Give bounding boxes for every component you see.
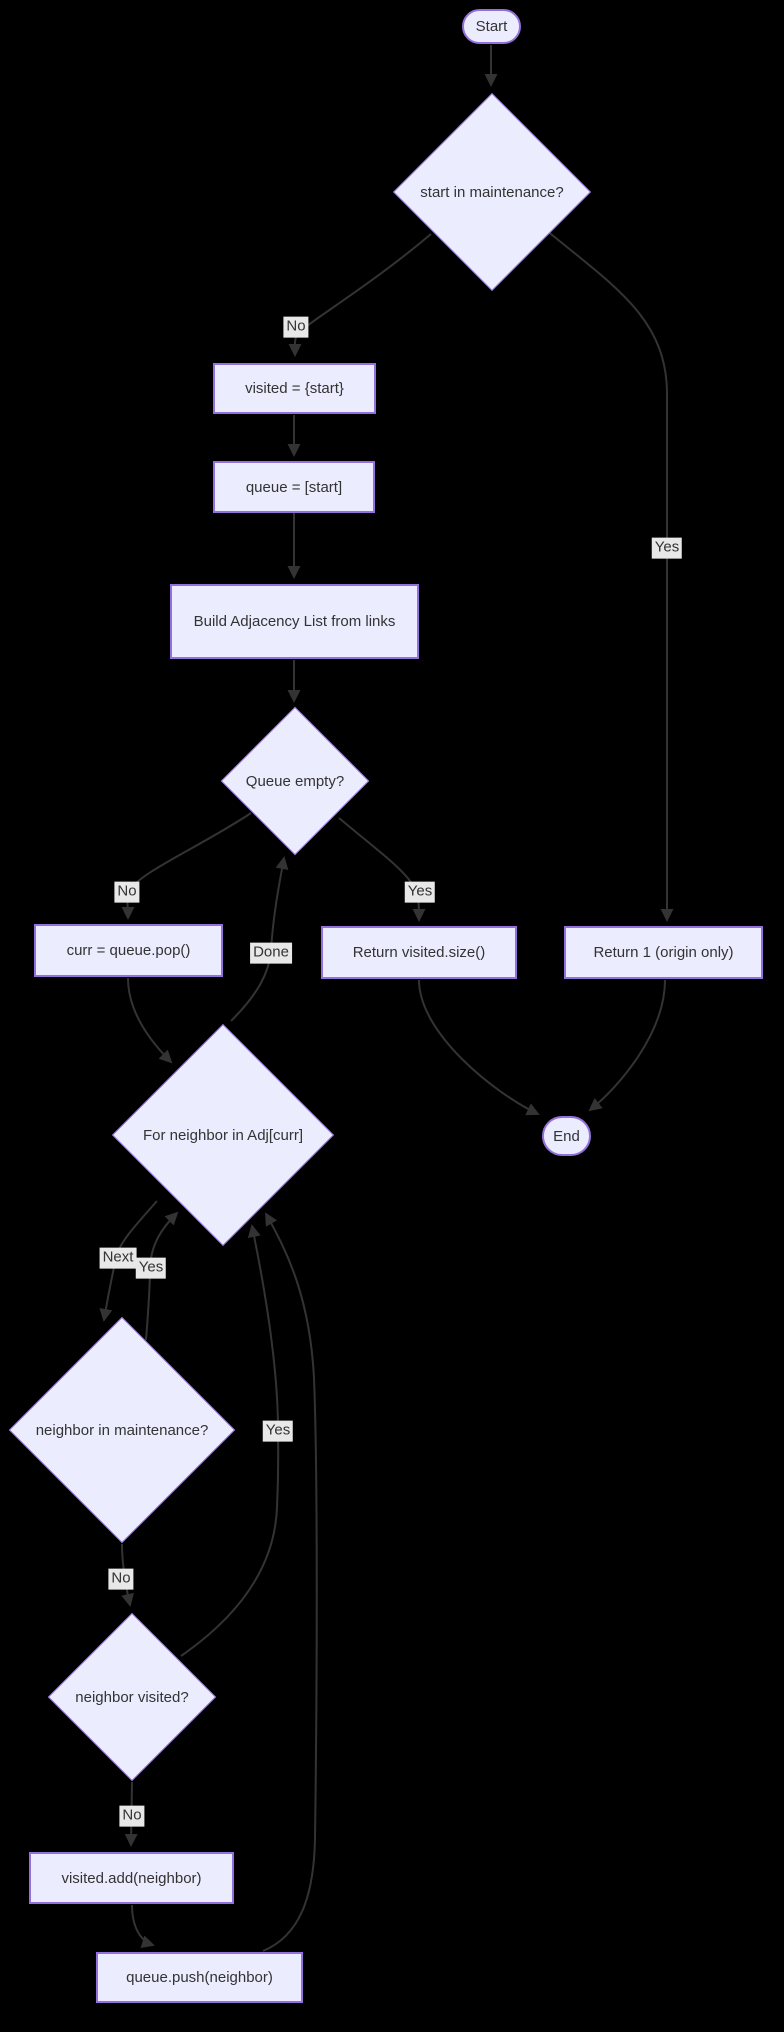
node-for-neighbor: For neighbor in Adj[curr] bbox=[111, 1023, 335, 1247]
node-decision-start-maintenance-label: start in maintenance? bbox=[420, 183, 564, 201]
node-decision-start-maintenance: start in maintenance? bbox=[393, 93, 591, 291]
node-start-label: Start bbox=[475, 18, 508, 35]
edge-add-to-push bbox=[131, 1904, 155, 1948]
node-neighbor-visited: neighbor visited? bbox=[47, 1612, 217, 1782]
edge-pop-to-for-neighbor bbox=[127, 977, 173, 1064]
node-return-one: Return 1 (origin only) bbox=[564, 926, 763, 979]
node-return-one-label: Return 1 (origin only) bbox=[593, 944, 734, 961]
edge-return-one-to-end bbox=[588, 979, 666, 1112]
node-start: Start bbox=[462, 9, 521, 44]
node-neighbor-maintenance-label: neighbor in maintenance? bbox=[35, 1421, 209, 1439]
edge-label-done: Done bbox=[250, 942, 292, 964]
edge-for-neighbor-done-to-queue-empty bbox=[230, 856, 289, 1022]
node-neighbor-maintenance: neighbor in maintenance? bbox=[8, 1316, 236, 1544]
node-return-size-label: Return visited.size() bbox=[352, 944, 486, 961]
node-queue-push: queue.push(neighbor) bbox=[96, 1952, 303, 2003]
edge-return-size-to-end bbox=[418, 979, 540, 1116]
edge-push-to-for-neighbor bbox=[262, 1212, 318, 1952]
node-end: End bbox=[542, 1116, 591, 1156]
node-for-neighbor-label: For neighbor in Adj[curr] bbox=[142, 1126, 304, 1144]
node-pop-label: curr = queue.pop() bbox=[66, 942, 191, 959]
edge-label-maintenance-no: No bbox=[108, 1568, 134, 1590]
node-queue-empty: Queue empty? bbox=[220, 706, 370, 856]
node-visited-init-label: visited = {start} bbox=[245, 380, 344, 397]
node-queue-init-label: queue = [start] bbox=[245, 478, 343, 496]
node-neighbor-visited-label: neighbor visited? bbox=[75, 1688, 189, 1706]
edge-visited-check-yes-to-for-neighbor bbox=[180, 1224, 280, 1657]
node-queue-push-label: queue.push(neighbor) bbox=[126, 1969, 273, 1986]
node-build-adjacency-label: Build Adjacency List from links bbox=[193, 613, 396, 630]
node-queue-empty-label: Queue empty? bbox=[245, 772, 345, 790]
edge-label-visited-yes: Yes bbox=[262, 1420, 294, 1442]
edge-label-queue-yes: Yes bbox=[404, 881, 436, 903]
node-visited-init: visited = {start} bbox=[213, 363, 376, 414]
edge-decision-yes-to-return-one bbox=[545, 229, 674, 922]
node-build-adjacency: Build Adjacency List from links bbox=[170, 584, 419, 659]
node-queue-init: queue = [start] bbox=[213, 461, 375, 513]
node-pop: curr = queue.pop() bbox=[34, 924, 223, 977]
edge-label-start-no: No bbox=[283, 316, 309, 338]
node-return-size: Return visited.size() bbox=[321, 926, 517, 979]
node-end-label: End bbox=[553, 1127, 580, 1145]
edge-label-visited-no: No bbox=[119, 1805, 145, 1827]
edge-label-start-yes: Yes bbox=[651, 537, 683, 559]
node-visited-add-label: visited.add(neighbor) bbox=[61, 1869, 202, 1887]
edge-label-next: Next bbox=[99, 1247, 137, 1269]
edge-label-queue-no: No bbox=[114, 881, 140, 903]
edge-label-maintenance-yes: Yes bbox=[135, 1257, 167, 1279]
node-visited-add: visited.add(neighbor) bbox=[29, 1852, 234, 1904]
